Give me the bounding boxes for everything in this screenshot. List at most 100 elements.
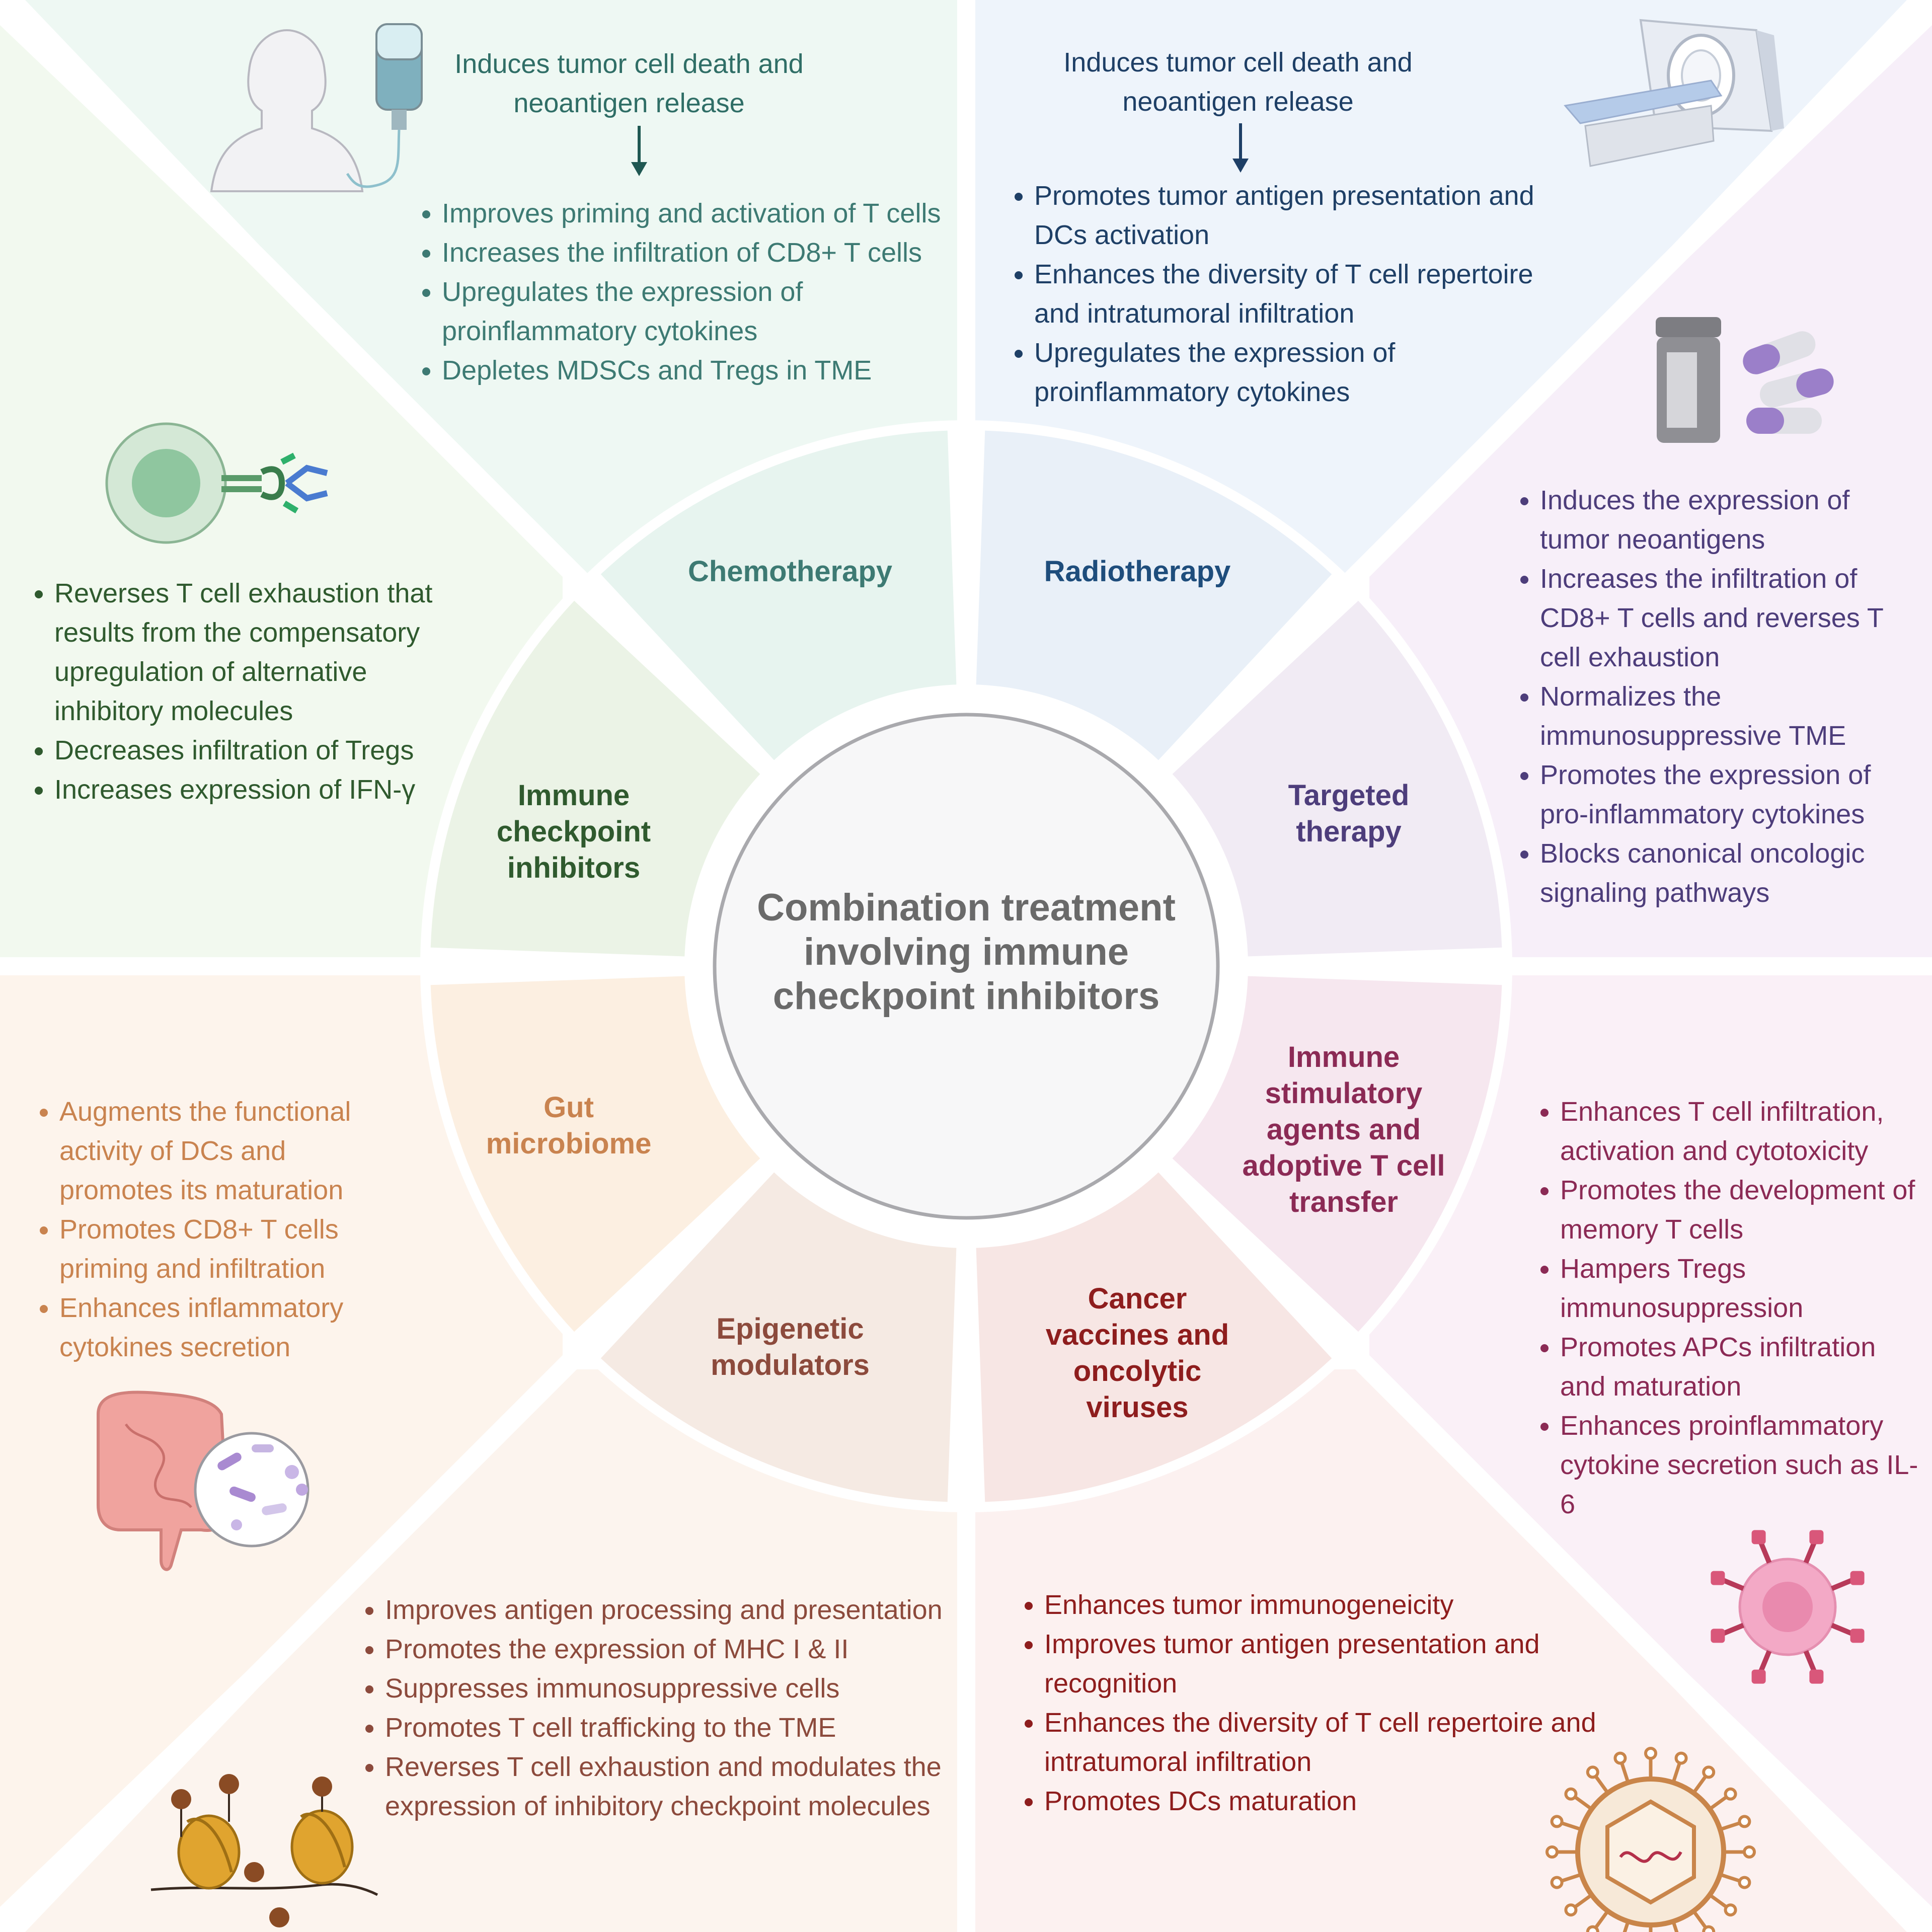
receptor-head (1809, 1530, 1824, 1544)
radiotherapy-bullet-list: Promotes tumor antigen presentation and … (1004, 176, 1573, 412)
ici-bullet-list: Reverses T cell exhaustion that results … (24, 574, 447, 809)
segment-label-cancer-vaccines: Cancer vaccines and oncolytic viruses (1045, 1282, 1229, 1424)
list-item: Promotes the development of memory T cel… (1560, 1171, 1927, 1249)
t-cell-antibody-icon (105, 422, 328, 544)
epigenetic-bullet-list: Improves antigen processing and presenta… (355, 1590, 959, 1826)
list-item: Enhances proinflammatory cytokine secret… (1560, 1406, 1927, 1524)
virus-spike-tip (1613, 1751, 1627, 1765)
chemotherapy-intro-text: Induces tumor cell death and neoantigen … (454, 49, 804, 118)
receptor-stalk (1758, 1540, 1772, 1564)
cancer-vaccines-bullet-list: Enhances tumor immunogeneicity Improves … (1014, 1585, 1618, 1821)
chemotherapy-intro: Induces tumor cell death and neoantigen … (438, 44, 820, 123)
patient-iv-icon (210, 23, 423, 192)
radiotherapy-intro-text: Induces tumor cell death and neoantigen … (1063, 47, 1413, 117)
list-item: Promotes the expression of pro-inflammat… (1540, 755, 1912, 834)
list-item: Improves antigen processing and presenta… (385, 1590, 959, 1630)
list-item: Increases the infiltration of CD8+ T cel… (442, 233, 960, 272)
microbes-icon (194, 1432, 310, 1548)
list-item: Reverses T cell exhaustion and modulates… (385, 1747, 959, 1826)
cell-receptors (1711, 1530, 1865, 1684)
list-item: Improves priming and activation of T cel… (442, 194, 960, 233)
virus-spike-tip (1564, 1787, 1578, 1801)
segment-label-ici: Immune checkpoint inhibitors (496, 779, 651, 884)
receptor-head (1850, 1629, 1865, 1643)
list-item: Increases the infiltration of CD8+ T cel… (1540, 559, 1912, 677)
receptor-head (1751, 1669, 1766, 1684)
list-item: Depletes MDSCs and Tregs in TME (442, 351, 960, 390)
list-item: Hampers Tregs immunosuppression (1560, 1249, 1927, 1328)
nucleosome-icon (150, 1774, 378, 1927)
immune-cell-icon (1711, 1530, 1865, 1684)
receptor-head (1711, 1629, 1725, 1643)
segment-label-targeted-therapy: Targeted therapy (1288, 779, 1410, 848)
list-item: Improves tumor antigen presentation and … (1044, 1625, 1578, 1703)
immune-stimulatory-effects: Enhances T cell infiltration, activation… (1530, 1092, 1927, 1524)
segment-label-radiotherapy: Radiotherapy (1044, 555, 1231, 588)
receptor-stalk (1830, 1622, 1854, 1637)
center-circle (713, 713, 1220, 1220)
virus-spike-tip (1738, 1815, 1751, 1828)
list-item: Promotes the expression of MHC I & II (385, 1630, 959, 1669)
gut-microbiome-bullet-list: Augments the functional activity of DCs … (29, 1092, 381, 1367)
virus-spike-tip (1724, 1903, 1737, 1917)
list-item: Upregulates the expression of proinflamm… (1034, 333, 1437, 412)
wedge-radiotherapy (975, 430, 1332, 771)
wedge-immune-stim (1161, 975, 1502, 1332)
pill-bottle-icon (1656, 317, 1721, 443)
virus-spike-tip (1674, 1751, 1688, 1765)
gut-microbiome-effects: Augments the functional activity of DCs … (29, 1092, 381, 1367)
capsule-icon (1743, 331, 1834, 434)
chemotherapy-bullet-list: Improves priming and activation of T cel… (412, 194, 960, 390)
receptor-stalk (1803, 1540, 1817, 1564)
wedge-gut (430, 975, 771, 1332)
wedge-epigenetic (600, 1161, 957, 1502)
receptor-stalk (1721, 1577, 1745, 1591)
down-arrow-icon (631, 126, 647, 176)
receptor-head (1711, 1571, 1725, 1585)
receptor-head (1751, 1530, 1766, 1544)
virus-spike-tip (1550, 1876, 1564, 1889)
panel-bg-targeted (1369, 25, 1932, 959)
list-item: Promotes tumor antigen presentation and … (1034, 176, 1568, 255)
virus-spike-tip (1738, 1876, 1751, 1889)
virus-spike-tip (1702, 1925, 1716, 1932)
center-title: Combination treatment involving immune c… (757, 886, 1176, 1018)
list-item: Enhances T cell infiltration, activation… (1560, 1092, 1927, 1171)
list-item: Promotes T cell trafficking to the TME (385, 1708, 959, 1747)
list-item: Induces the expression of tumor neoantig… (1540, 481, 1912, 559)
targeted-therapy-bullet-list: Induces the expression of tumor neoantig… (1510, 481, 1912, 912)
list-item: Suppresses immunosuppressive cells (385, 1669, 959, 1708)
ici-effects: Reverses T cell exhaustion that results … (24, 574, 447, 809)
virus-spike-tip (1586, 1765, 1599, 1779)
segment-label-epigenetic: Epigenetic modulators (711, 1312, 870, 1381)
virus-spike-tip (1702, 1765, 1716, 1779)
segment-label-chemotherapy: Chemotherapy (687, 555, 893, 588)
ct-scanner-icon (1564, 19, 1784, 167)
segment-label-immune-stimulatory: Immune stimulatory agents and adoptive T… (1242, 1041, 1445, 1218)
receptor-head (1850, 1571, 1865, 1585)
list-item: Promotes CD8+ T cells priming and infilt… (59, 1210, 371, 1288)
receptor-stalk (1758, 1650, 1772, 1673)
list-item: Promotes APCs infiltration and maturatio… (1560, 1328, 1927, 1406)
wedge-chemotherapy (600, 430, 957, 771)
segment-label-gut-microbiome: Gut microbiome (486, 1091, 652, 1160)
wedge-ici (430, 600, 771, 957)
wedge-targeted (1161, 600, 1502, 957)
panel-bg-immune-stim (1369, 974, 1932, 1907)
panel-bg-epigenetic (25, 1369, 959, 1932)
virus-spike-tip (1564, 1903, 1578, 1917)
down-arrow-icon (1232, 123, 1249, 173)
list-item: Promotes DCs maturation (1044, 1782, 1618, 1821)
list-item: Enhances the diversity of T cell reperto… (1034, 255, 1568, 333)
immune-stimulatory-bullet-list: Enhances T cell infiltration, activation… (1530, 1092, 1927, 1524)
list-item: Decreases infiltration of Tregs (54, 731, 447, 770)
receptor-stalk (1830, 1577, 1854, 1591)
virus-icon (1545, 1747, 1756, 1932)
virus-spike-tip (1743, 1845, 1756, 1859)
list-item: Increases expression of IFN-γ (54, 770, 447, 809)
targeted-therapy-effects: Induces the expression of tumor neoantig… (1510, 481, 1912, 912)
virus-spike-tip (1545, 1845, 1559, 1859)
list-item: Normalizes the immunosuppressive TME (1540, 677, 1912, 755)
